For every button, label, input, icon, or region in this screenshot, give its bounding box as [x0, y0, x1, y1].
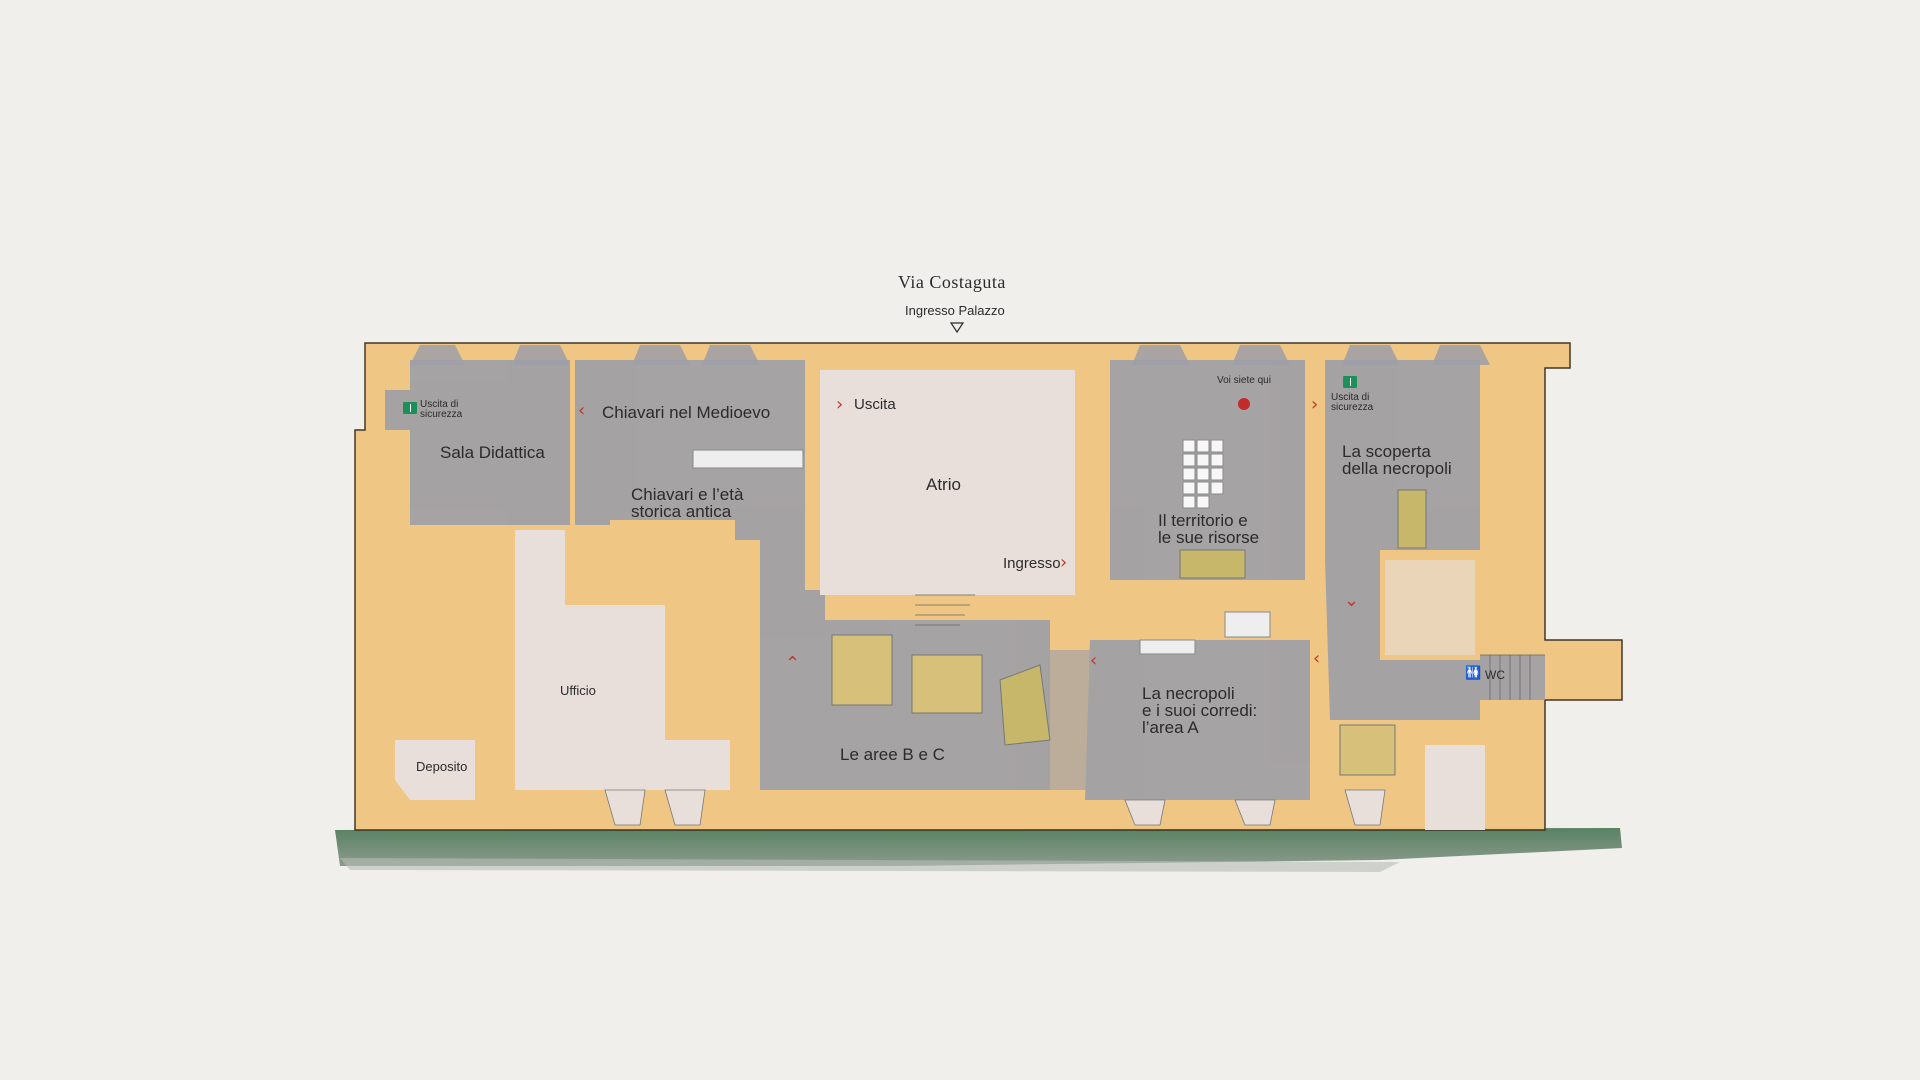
gray-rooms — [385, 360, 1545, 800]
room-label-deposito[interactable]: Deposito — [416, 759, 468, 774]
light-rooms — [395, 370, 1485, 830]
room-scoperta — [1325, 360, 1480, 560]
room-aree-bc — [760, 540, 1050, 790]
room-label-aree-bc[interactable]: Le aree B e C — [840, 745, 945, 764]
exit-arrow-icon: › — [836, 394, 844, 415]
exit-label: Uscita — [854, 396, 896, 413]
arrow-icon: ⌄ — [1344, 590, 1360, 611]
entrance-label: Ingresso Palazzo — [905, 303, 1005, 318]
wc-label: WC — [1485, 668, 1505, 682]
street-name: Via Costaguta — [898, 272, 1006, 292]
room-sala-didattica — [410, 360, 570, 525]
room-necropoli-a — [1085, 640, 1310, 800]
exit-icon — [403, 402, 417, 414]
ingresso-arrow-icon: › — [1060, 552, 1068, 573]
you-are-here-icon — [1238, 398, 1250, 410]
room-label-eta-antica[interactable]: Chiavari e l’età storica antica — [631, 485, 744, 521]
display-cases — [692, 439, 1427, 776]
window-bays — [410, 345, 1490, 365]
room-atrio — [820, 370, 1075, 595]
arrow-icon: ‹ — [578, 400, 586, 421]
room-label-atrio[interactable]: Atrio — [926, 475, 961, 494]
you-are-here-label: Voi siete qui — [1217, 375, 1271, 386]
room-medioevo — [575, 360, 805, 540]
ground-strip — [335, 828, 1622, 866]
room-label-sala-didattica[interactable]: Sala Didattica — [440, 443, 545, 462]
wc-icon: 🚻 — [1465, 666, 1482, 681]
room-label-territorio[interactable]: Il territorio e le sue risorse — [1158, 511, 1260, 547]
room-deposito — [395, 740, 475, 800]
bottom-bays — [604, 789, 1386, 826]
safety-exit-label-right: Uscita di sicurezza — [1331, 392, 1374, 413]
ingresso-label: Ingresso — [1003, 555, 1061, 572]
arrow-icon: ⌃ — [785, 653, 801, 674]
exit-icon — [1343, 376, 1357, 388]
arrow-icon: › — [1311, 394, 1319, 415]
room-ufficio — [515, 530, 730, 790]
stairs — [915, 594, 1545, 700]
arrow-icon: ‹ — [1090, 650, 1098, 671]
safety-exit-label-left: Uscita di sicurezza — [420, 399, 463, 420]
room-label-ufficio[interactable]: Ufficio — [560, 683, 596, 698]
arrow-icon: ‹ — [1313, 648, 1321, 669]
room-label-medioevo[interactable]: Chiavari nel Medioevo — [602, 403, 771, 422]
entrance-triangle-icon — [949, 322, 965, 334]
room-label-scoperta[interactable]: La scoperta della necropoli — [1342, 442, 1452, 478]
room-label-necropoli-a[interactable]: La necropoli e i suoi corredi: l’area A — [1142, 684, 1258, 737]
